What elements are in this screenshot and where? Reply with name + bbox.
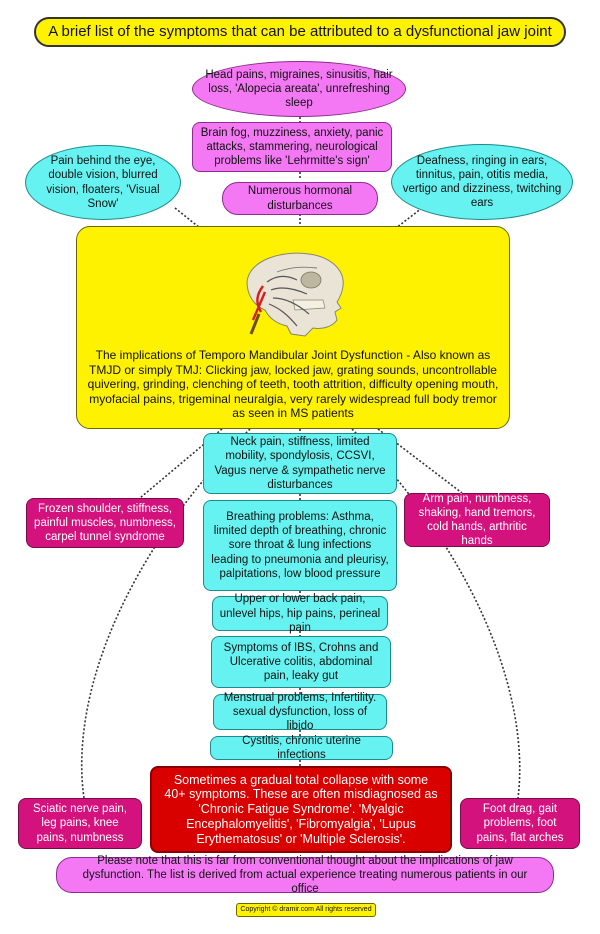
arm-symptoms-node: Arm pain, numbness, shaking, hand tremor… bbox=[404, 493, 550, 547]
leg-symptoms-node: Sciatic nerve pain, leg pains, knee pain… bbox=[18, 798, 142, 849]
reproductive-symptoms-node: Menstrual problems, Infertility. sexual … bbox=[213, 692, 387, 732]
ear-symptoms-node: Deafness, ringing in ears, tinnitus, pai… bbox=[391, 144, 573, 220]
head-symptoms-node: Head pains, migraines, sinusitis, hair l… bbox=[192, 61, 406, 117]
neck-symptoms-node: Neck pain, stiffness, limited mobility, … bbox=[203, 433, 397, 494]
collapse-warning-node: Sometimes a gradual total collapse with … bbox=[150, 766, 452, 853]
digestive-symptoms-node: Symptoms of IBS, Crohns and Ulcerative c… bbox=[211, 636, 391, 688]
back-symptoms-node: Upper or lower back pain, unlevel hips, … bbox=[212, 593, 388, 634]
tmj-description: The implications of Temporo Mandibular J… bbox=[87, 347, 499, 421]
breathing-symptoms-node: Breathing problems: Asthma, limited dept… bbox=[203, 500, 397, 591]
page-title: A brief list of the symptoms that can be… bbox=[34, 17, 566, 47]
shoulder-symptoms-node: Frozen shoulder, stiffness, painful musc… bbox=[26, 498, 184, 548]
hormonal-node: Numerous hormonal disturbances bbox=[222, 182, 378, 215]
copyright-notice: Copyright © dramir.com All rights reserv… bbox=[236, 903, 376, 917]
foot-symptoms-node: Foot drag, gait problems, foot pains, fl… bbox=[460, 798, 580, 849]
footer-disclaimer: Please note that this is far from conven… bbox=[56, 855, 554, 895]
brain-symptoms-node: Brain fog, muzziness, anxiety, panic att… bbox=[192, 122, 392, 172]
cystitis-node: Cystitis, chronic uterine infections bbox=[210, 735, 393, 761]
skull-nerve-illustration bbox=[246, 252, 344, 337]
eye-symptoms-node: Pain behind the eye, double vision, blur… bbox=[25, 145, 181, 220]
tmj-center-node: The implications of Temporo Mandibular J… bbox=[76, 226, 510, 429]
